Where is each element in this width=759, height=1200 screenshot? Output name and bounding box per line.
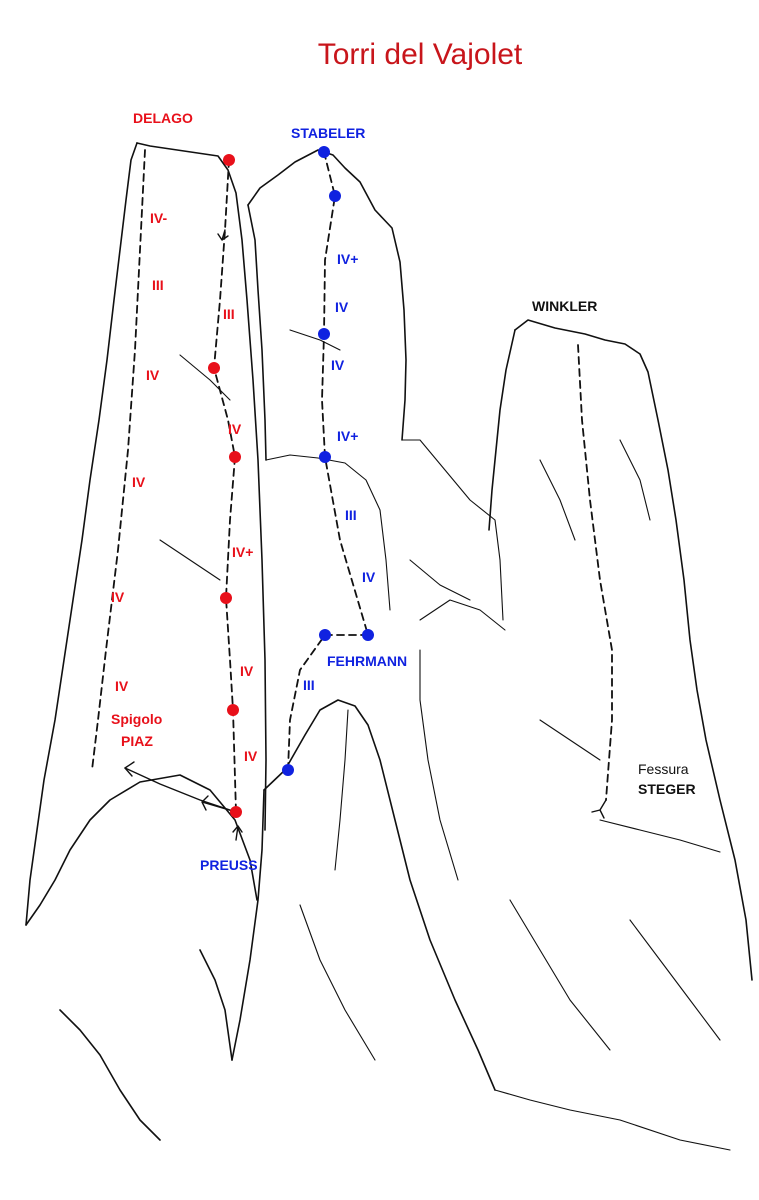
belay-point — [227, 704, 239, 716]
grade-label: IV+ — [337, 251, 358, 267]
route-label-spigolo: Spigolo — [111, 711, 162, 727]
grades-blue: IV+ IV IV IV+ III IV III — [303, 251, 376, 693]
belay-point — [223, 154, 235, 166]
tower-label-stabeler: STABELER — [291, 125, 365, 141]
tower-labels: DELAGO STABELER WINKLER — [133, 110, 597, 314]
grade-label: IV+ — [337, 428, 358, 444]
belay-points-red — [208, 154, 242, 818]
grade-label: IV — [331, 357, 345, 373]
belay-point — [319, 451, 331, 463]
belay-point — [318, 328, 330, 340]
belay-point — [230, 806, 242, 818]
route-label-preuss: PREUSS — [200, 857, 258, 873]
grade-label: IV — [362, 569, 376, 585]
grade-label: IV — [335, 299, 349, 315]
grade-label: IV — [115, 678, 129, 694]
grade-label: IV — [228, 421, 242, 437]
grade-label: IV — [111, 589, 125, 605]
grade-label: III — [345, 507, 357, 523]
belay-point — [282, 764, 294, 776]
grades-red: IV- III III IV IV IV IV+ IV IV IV IV — [111, 210, 258, 764]
belay-point — [229, 451, 241, 463]
rock-outlines — [25, 142, 753, 1151]
route-label-steger: STEGER — [638, 781, 696, 797]
route-labels: PREUSS Spigolo PIAZ FEHRMANN Fessura STE… — [111, 653, 696, 873]
grade-label: IV+ — [232, 544, 253, 560]
belay-point — [362, 629, 374, 641]
grade-label: III — [303, 677, 315, 693]
belay-point — [318, 146, 330, 158]
grade-label: IV — [146, 367, 160, 383]
grade-label: IV — [244, 748, 258, 764]
page-title: Torri del Vajolet — [318, 38, 523, 71]
route-label-fehrmann: FEHRMANN — [327, 653, 407, 669]
belay-points-blue — [282, 146, 374, 776]
belay-point — [208, 362, 220, 374]
route-label-piaz: PIAZ — [121, 733, 153, 749]
tower-label-winkler: WINKLER — [532, 298, 597, 314]
grade-label: IV — [132, 474, 146, 490]
belay-point — [329, 190, 341, 202]
belay-point — [319, 629, 331, 641]
grade-label: III — [152, 277, 164, 293]
grade-label: IV — [240, 663, 254, 679]
route-label-fessura: Fessura — [638, 761, 689, 777]
grade-label: IV- — [150, 210, 167, 226]
grade-label: III — [223, 306, 235, 322]
tower-label-delago: DELAGO — [133, 110, 193, 126]
belay-point — [220, 592, 232, 604]
